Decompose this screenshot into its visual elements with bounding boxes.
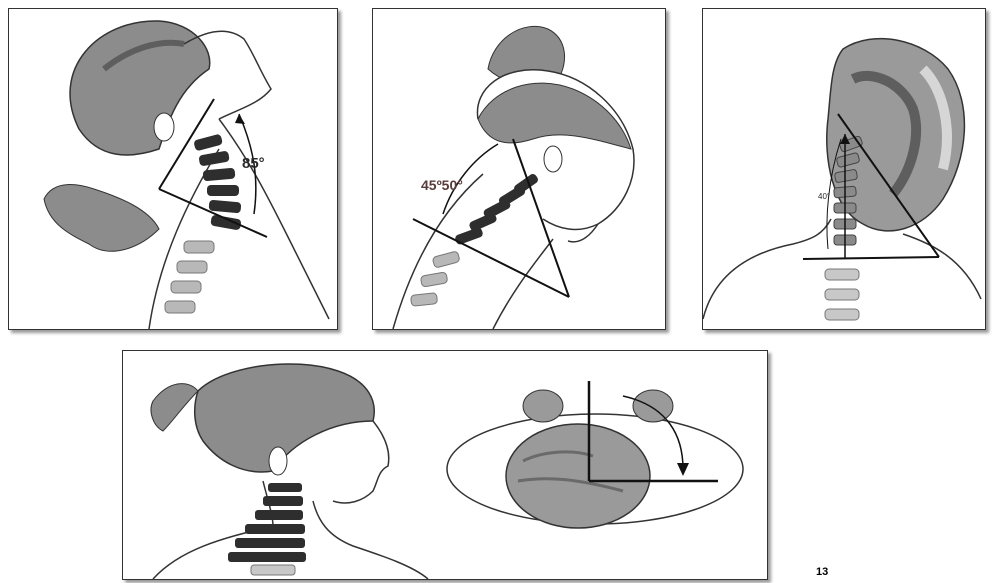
- neck-extension-illustration: [9, 9, 337, 329]
- extension-angle-label: 85°: [242, 155, 265, 172]
- neck-lateral-flexion-illustration: [703, 9, 985, 329]
- neck-lateral-flexion-panel: 40°: [702, 8, 986, 330]
- neck-rotation-panel: [122, 350, 768, 580]
- page-number: 13: [816, 566, 828, 578]
- neck-rotation-illustration: [123, 351, 767, 579]
- neck-flexion-panel: 45º50°: [372, 8, 666, 330]
- lateral-flexion-angle-label: 40°: [818, 192, 830, 201]
- neck-flexion-illustration: [373, 9, 665, 329]
- neck-extension-panel: 85°: [8, 8, 338, 330]
- flexion-angle-label: 45º50°: [421, 177, 463, 193]
